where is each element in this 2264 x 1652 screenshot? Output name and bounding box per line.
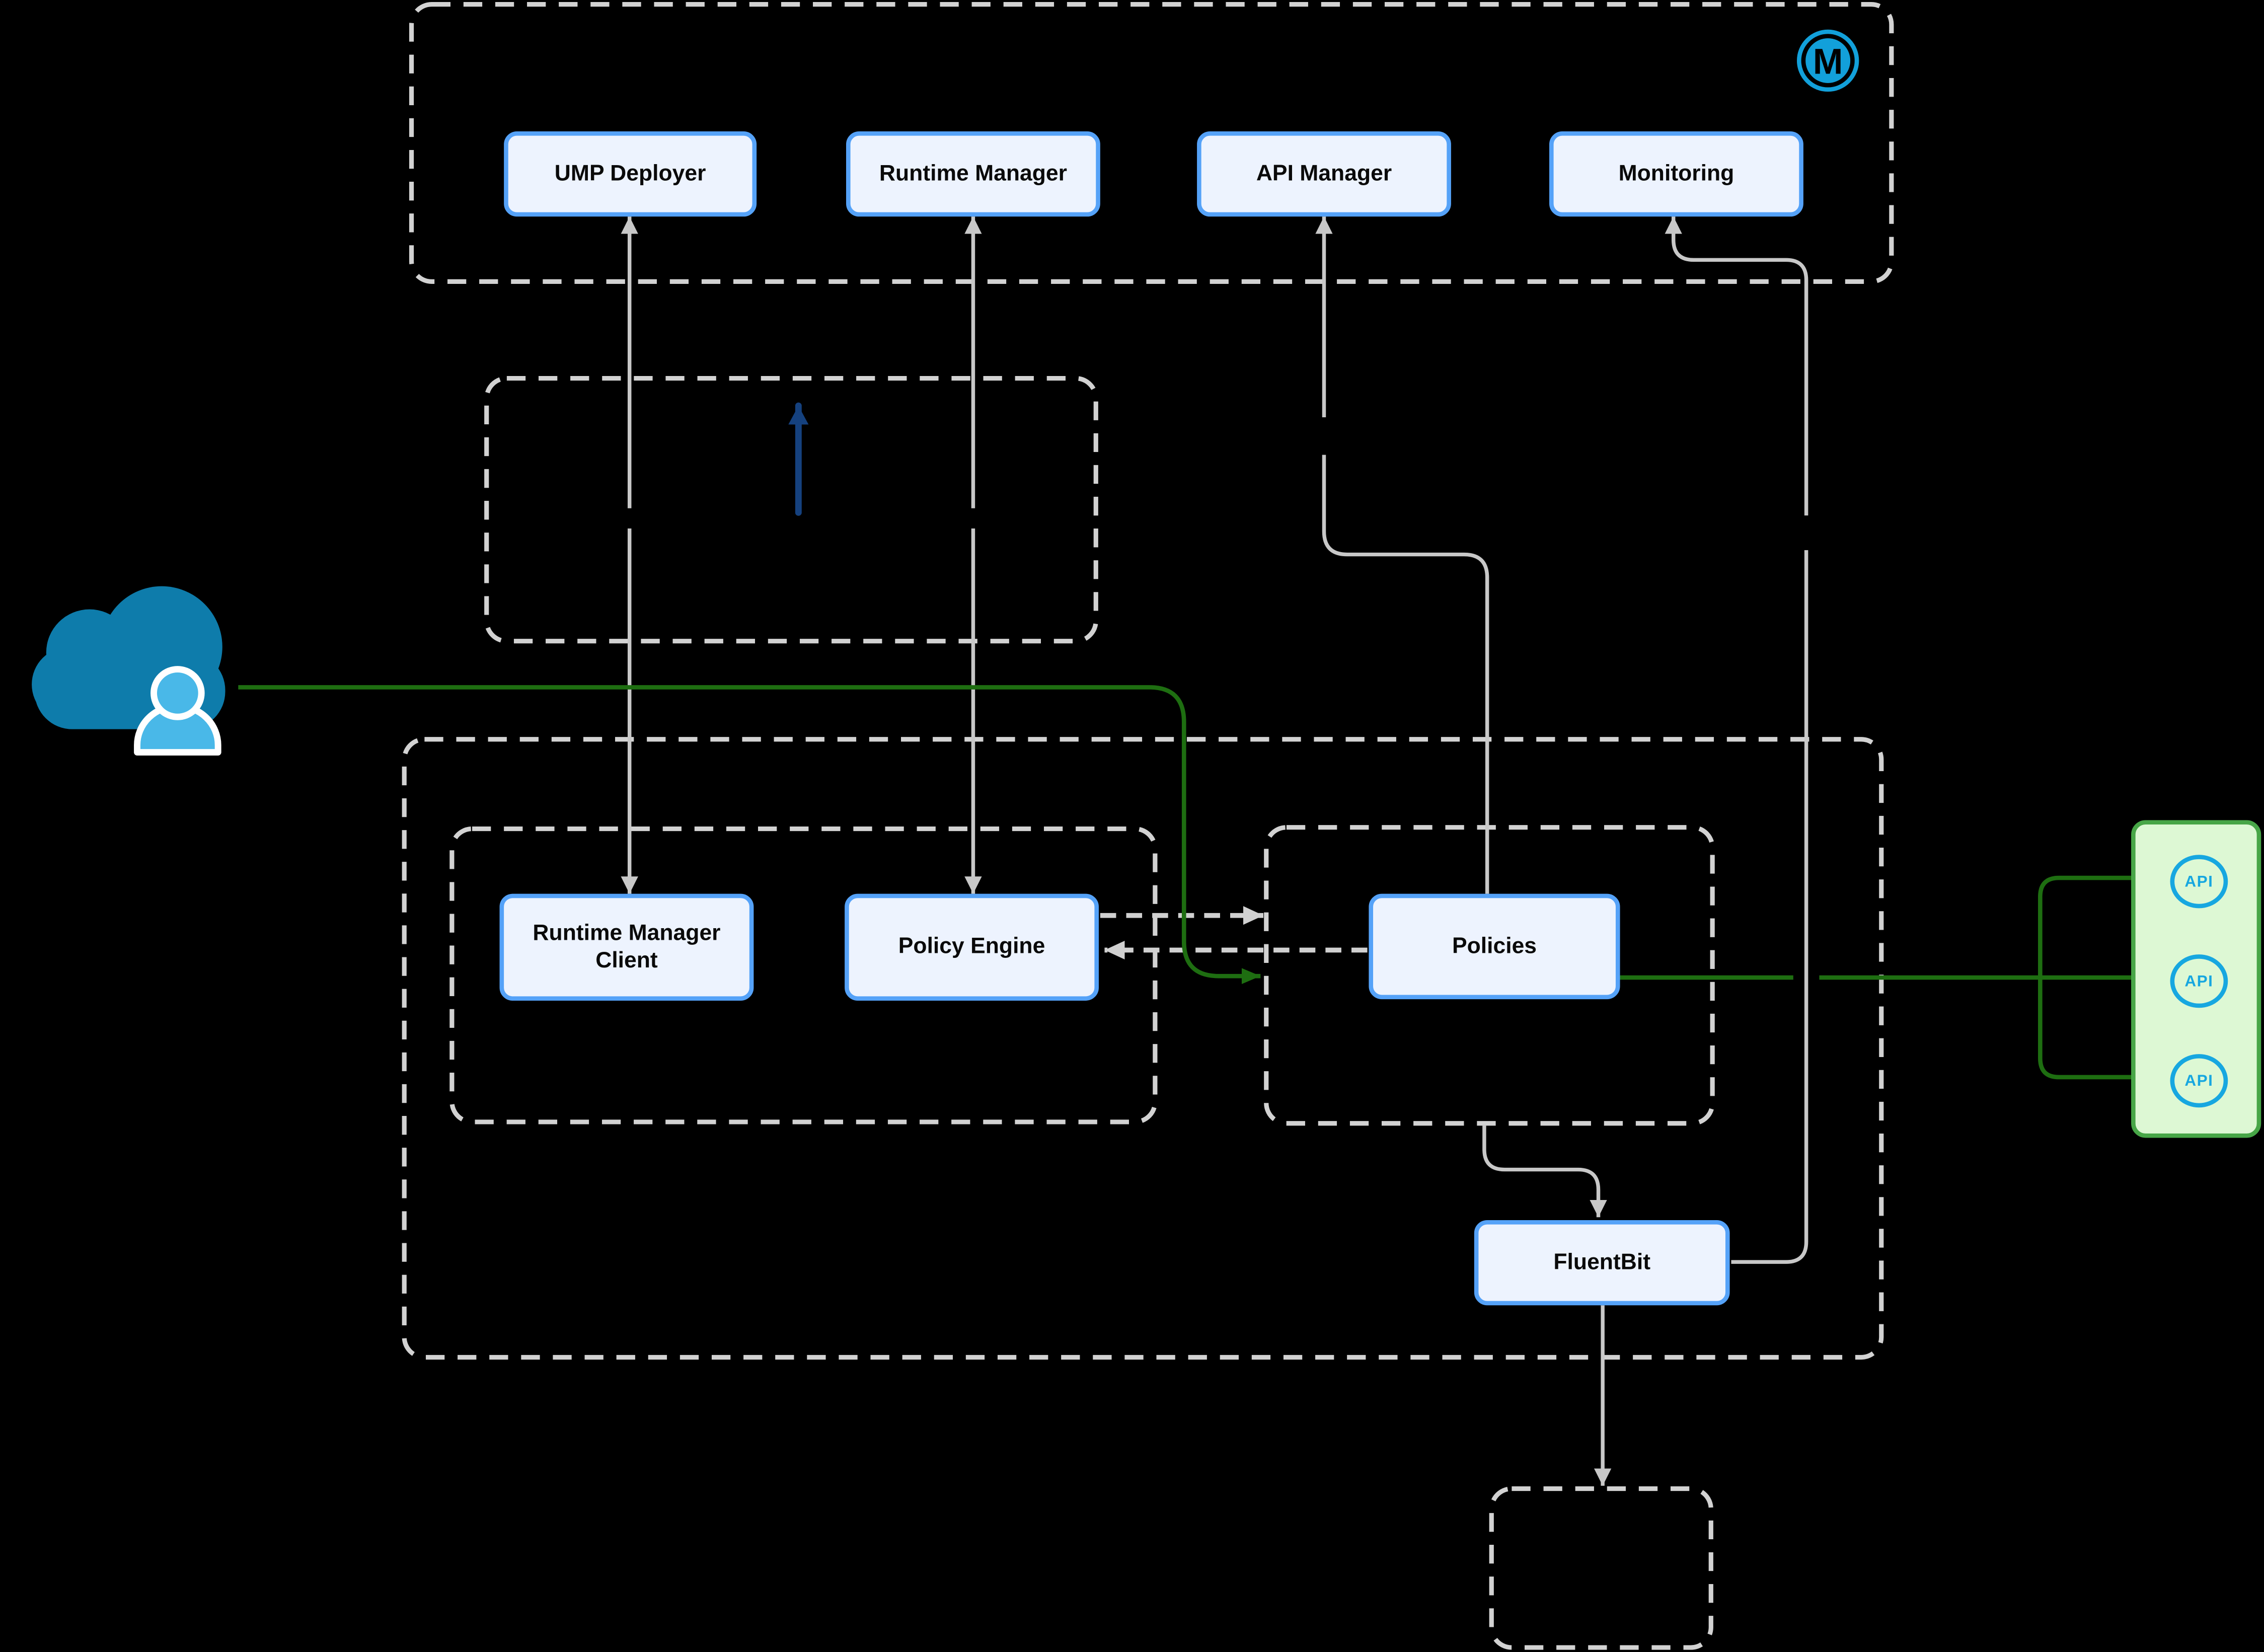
- connector-policies-fluentbit: [1482, 1124, 1607, 1218]
- green-line-user-to-policies: [238, 685, 1261, 984]
- node-monitoring: Monitoring: [1549, 131, 1803, 217]
- mulesoft-logo-letter: M: [1813, 41, 1843, 82]
- cloud-user-icon: [32, 586, 225, 756]
- node-runtime-manager: Runtime Manager: [846, 131, 1100, 217]
- api-circle: API: [2170, 1054, 2228, 1108]
- node-policy-engine: Policy Engine: [845, 893, 1099, 1001]
- node-ump-deployer: UMP Deployer: [504, 131, 757, 217]
- connector-policies-api-manager: [1315, 216, 1489, 894]
- node-label: API Manager: [1256, 161, 1392, 186]
- api-label: API: [2184, 1072, 2214, 1090]
- node-label: UMP Deployer: [554, 161, 706, 186]
- api-label: API: [2184, 873, 2214, 890]
- api-label: API: [2184, 972, 2214, 990]
- node-label: Runtime Manager: [879, 161, 1067, 186]
- agents-dashed-box: [449, 826, 1158, 1124]
- node-label: Policies: [1452, 934, 1537, 959]
- node-label: Runtime Manager Client: [533, 921, 721, 973]
- node-label: Monitoring: [1618, 161, 1734, 186]
- node-runtime-manager-client: Runtime Manager Client: [499, 893, 754, 1001]
- runtime-plane-container: [402, 737, 1884, 1360]
- connector-fluentbit-monitoring: [1665, 216, 1808, 1264]
- node-policies: Policies: [1369, 893, 1620, 1000]
- node-api-manager: API Manager: [1197, 131, 1451, 217]
- middle-dashed-box: [484, 376, 1098, 644]
- node-label: FluentBit: [1553, 1250, 1651, 1275]
- mulesoft-logo-icon: M: [1796, 29, 1859, 92]
- node-label: Policy Engine: [898, 934, 1045, 959]
- api-panel: API API API: [2131, 820, 2261, 1138]
- node-fluentbit: FluentBit: [1474, 1220, 1730, 1306]
- line-gap: [968, 508, 979, 529]
- green-line-branch-api-top: [2038, 870, 2157, 978]
- policies-dashed-box: [1264, 825, 1715, 1126]
- api-circle: API: [2170, 855, 2228, 909]
- person-icon: [134, 666, 221, 756]
- line-gap: [1800, 515, 1813, 550]
- line-gap: [625, 508, 636, 529]
- api-circle: API: [2170, 954, 2228, 1008]
- line-gap: [1318, 417, 1330, 455]
- bottom-dashed-box: [1489, 1486, 1713, 1650]
- control-plane-container: [409, 2, 1894, 284]
- green-line-branch-api-bottom: [2038, 978, 2157, 1085]
